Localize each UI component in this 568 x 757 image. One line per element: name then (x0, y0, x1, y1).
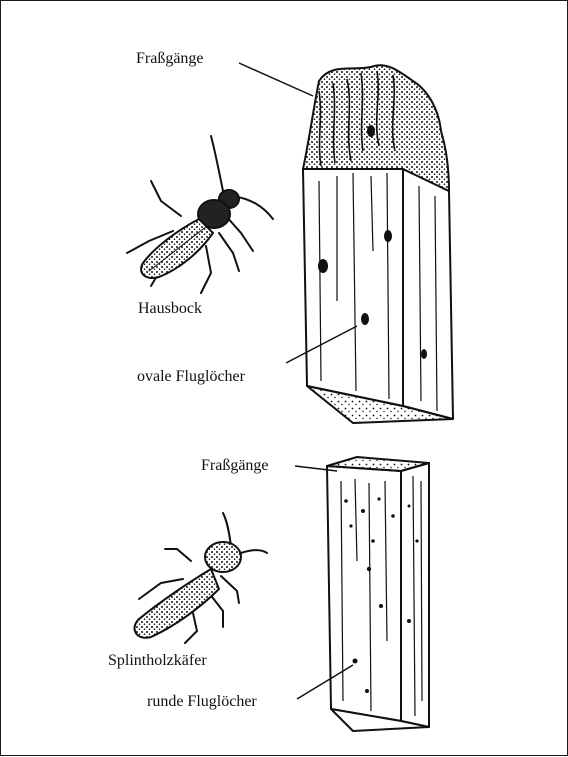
label-frassgaenge-bottom: Fraßgänge (201, 458, 269, 474)
label-runde-fluglocher: runde Fluglöcher (147, 694, 257, 710)
label-ovale-fluglocher: ovale Fluglöcher (137, 369, 245, 385)
label-splintholzkaefer: Splintholzkäfer (108, 653, 207, 669)
wood-beam-icon (327, 457, 429, 731)
hausbock-beetle-icon (127, 136, 273, 293)
damaged-wood-beam-icon (303, 65, 453, 423)
splintholzkaefer-beetle-icon (135, 513, 267, 643)
label-hausbock: Hausbock (138, 301, 202, 317)
label-frassgaenge-top: Fraßgänge (136, 51, 204, 67)
